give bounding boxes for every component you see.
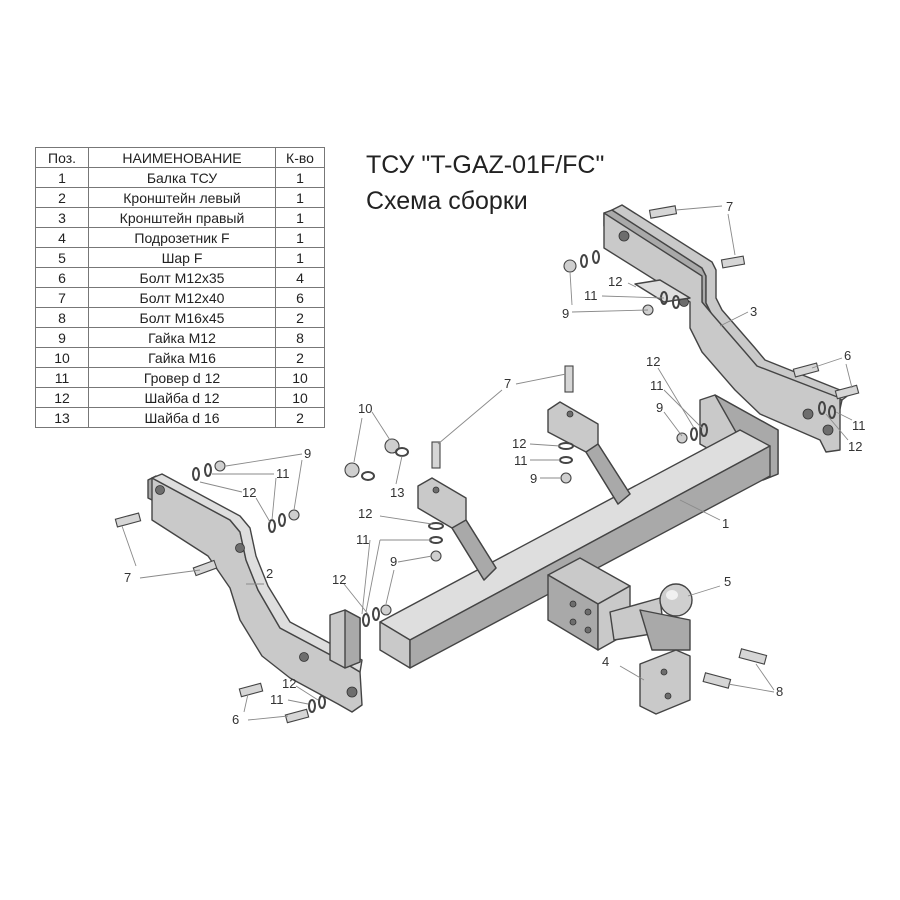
callout-7: 7 xyxy=(124,570,131,585)
callout-11: 11 xyxy=(276,466,290,481)
tow-ball xyxy=(609,583,693,651)
callout-11: 11 xyxy=(270,692,284,707)
main-beam xyxy=(329,394,779,669)
socket-plate xyxy=(639,649,691,715)
row-qty: 2 xyxy=(275,347,325,368)
callout-3: 3 xyxy=(750,304,757,319)
callout-9: 9 xyxy=(304,446,311,461)
callout-6: 6 xyxy=(232,712,239,727)
callout-12: 12 xyxy=(848,439,862,454)
row-qty: 2 xyxy=(275,407,325,428)
callout-13: 13 xyxy=(390,485,404,500)
callout-11: 11 xyxy=(650,378,664,393)
callout-12: 12 xyxy=(242,485,256,500)
left-bracket xyxy=(147,473,363,713)
callout-6: 6 xyxy=(844,348,851,363)
callout-9: 9 xyxy=(562,306,569,321)
callout-11: 11 xyxy=(852,418,866,433)
fasteners xyxy=(114,205,860,724)
diagram-subtitle: Схема сборки xyxy=(366,187,528,215)
callout-11: 11 xyxy=(356,532,370,547)
callout-4: 4 xyxy=(602,654,609,669)
callout-8: 8 xyxy=(776,684,783,699)
callout-12: 12 xyxy=(358,506,372,521)
callout-9: 9 xyxy=(530,471,537,486)
row-pos: 13 xyxy=(35,407,89,428)
callout-labels: 7 12 11 9 3 6 11 12 12 11 9 7 12 11 9 10… xyxy=(124,199,866,727)
callout-1: 1 xyxy=(722,516,729,531)
callout-9: 9 xyxy=(656,400,663,415)
callout-2: 2 xyxy=(266,566,273,581)
diagram-title: ТСУ "T-GAZ-01F/FC" xyxy=(366,151,605,179)
callout-12: 12 xyxy=(646,354,660,369)
callout-7: 7 xyxy=(504,376,511,391)
callout-11: 11 xyxy=(514,453,528,468)
callout-12: 12 xyxy=(282,676,296,691)
row-name: Шайба d 16 xyxy=(88,407,276,428)
leader-lines xyxy=(121,205,853,721)
callout-12: 12 xyxy=(332,572,346,587)
callout-9: 9 xyxy=(390,554,397,569)
callout-11: 11 xyxy=(584,288,598,303)
callout-12: 12 xyxy=(512,436,526,451)
callout-12: 12 xyxy=(608,274,622,289)
callout-5: 5 xyxy=(724,574,731,589)
callout-7: 7 xyxy=(726,199,733,214)
row-qty: 1 xyxy=(275,187,325,208)
row-pos: 10 xyxy=(35,347,89,368)
row-qty: 10 xyxy=(275,367,325,388)
callout-10: 10 xyxy=(358,401,372,416)
